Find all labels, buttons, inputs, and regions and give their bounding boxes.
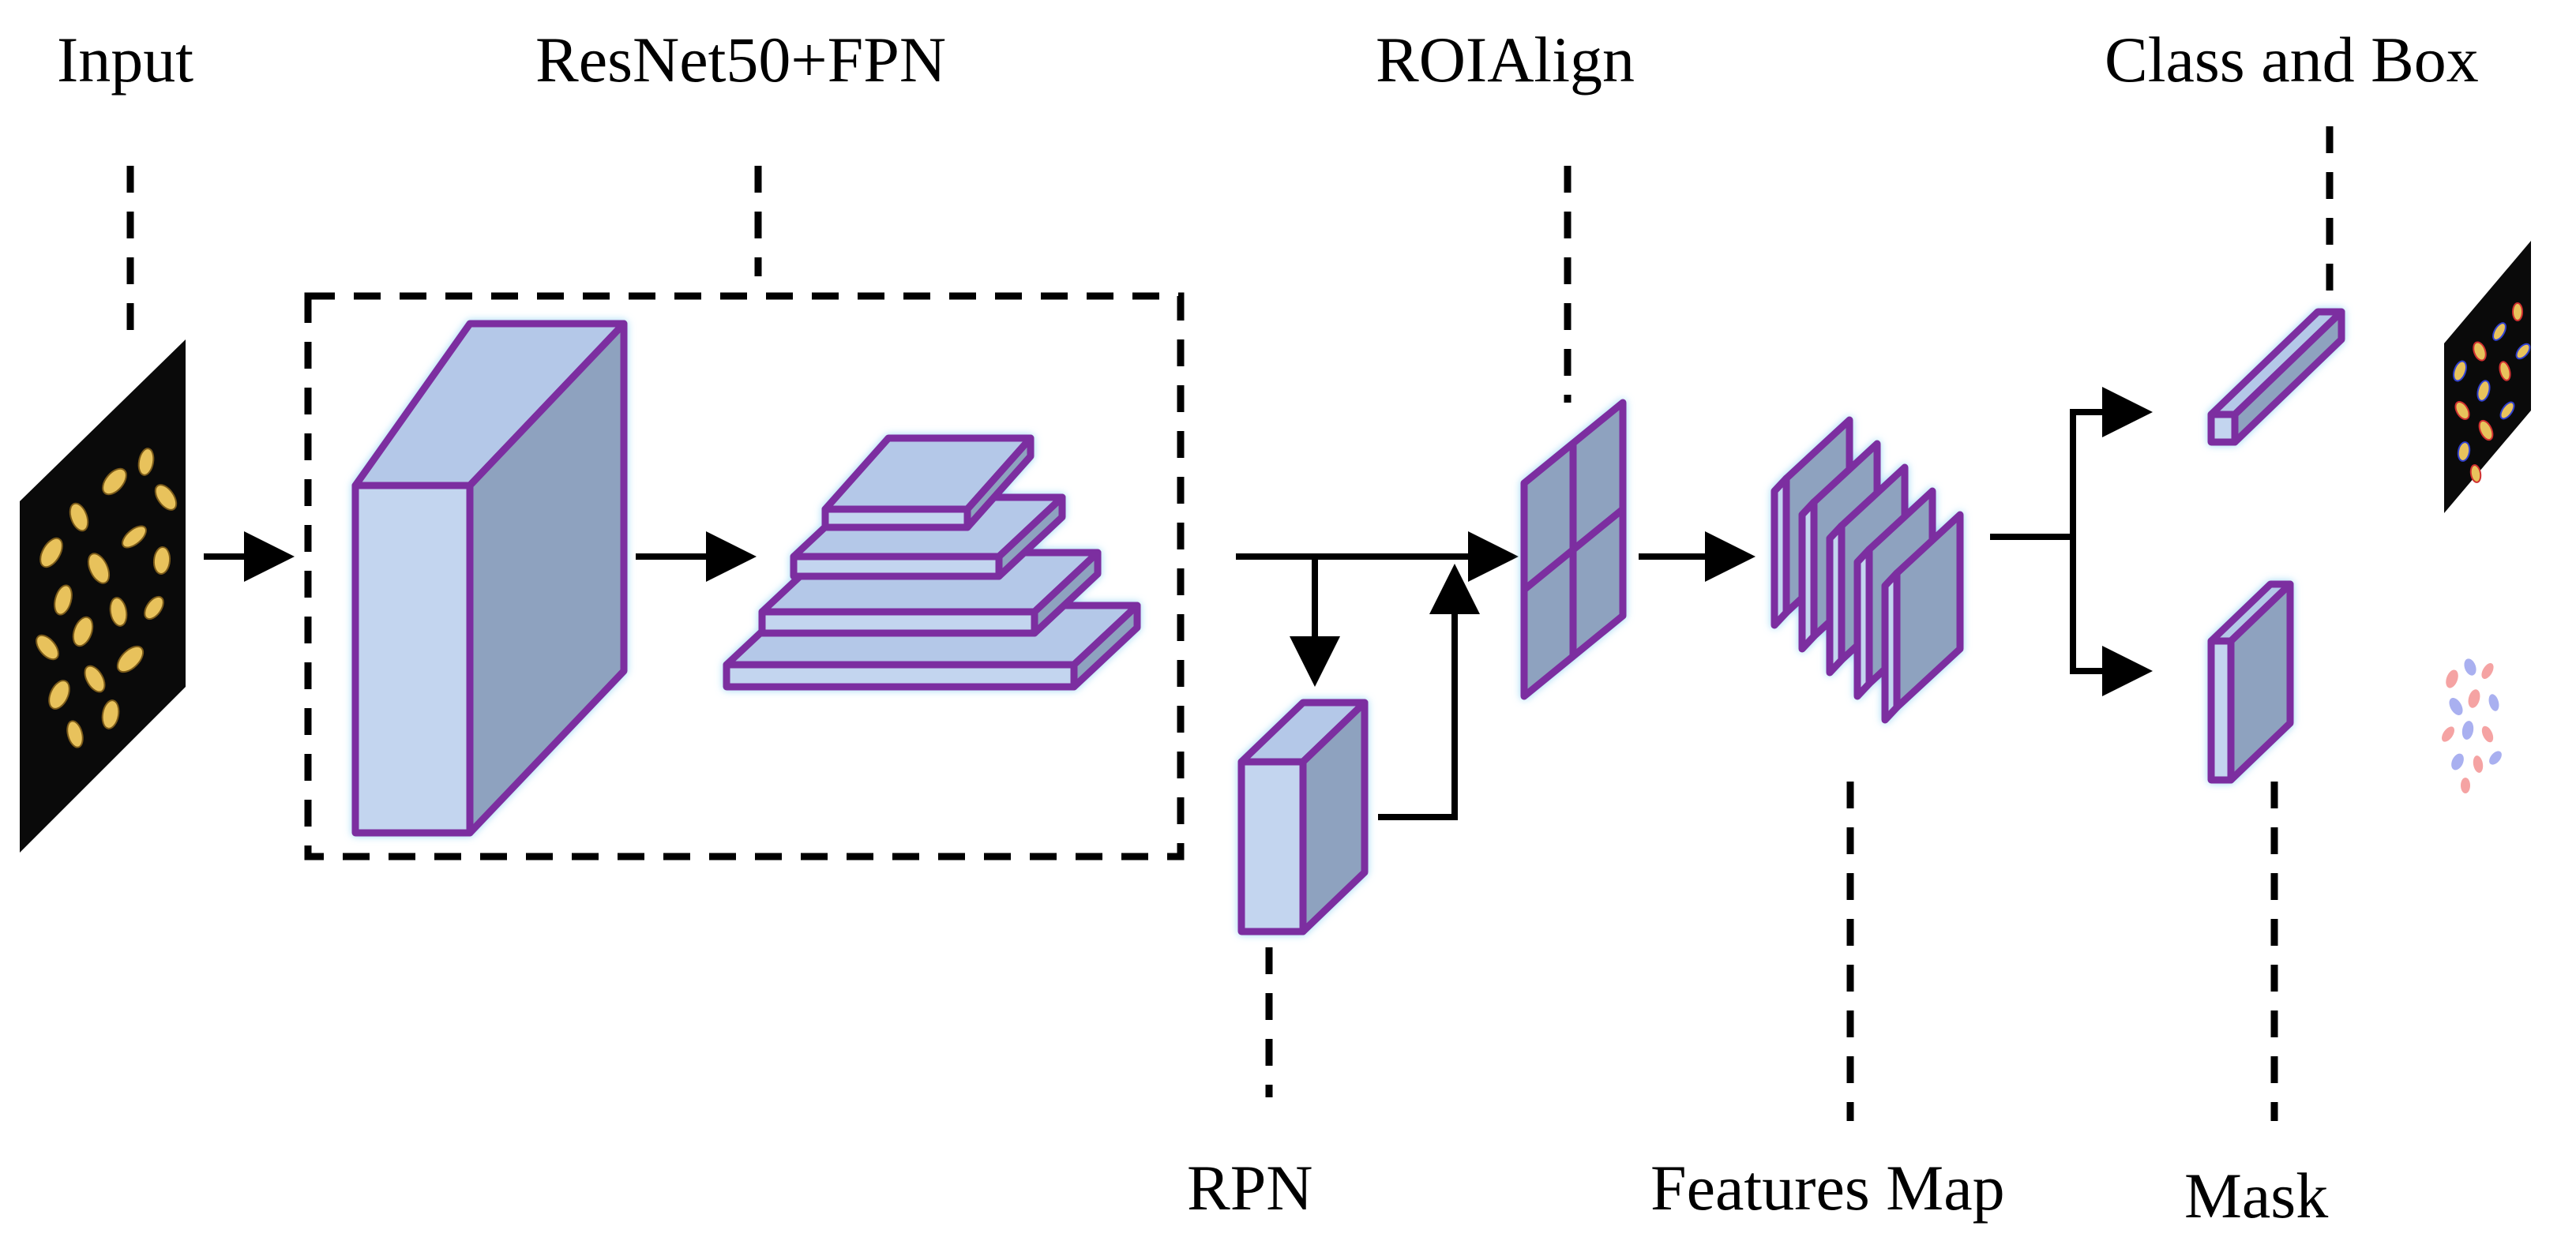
output-mask-image bbox=[2442, 658, 2502, 793]
class-box-head bbox=[2207, 308, 2345, 446]
fpn-layer-1 bbox=[821, 434, 1035, 531]
rpn-block bbox=[1237, 699, 1369, 935]
branch-to-heads bbox=[1990, 387, 2153, 696]
mask-label: Mask bbox=[2184, 1160, 2328, 1232]
roialign-grid bbox=[1520, 399, 1627, 700]
arrow-rpn-to-roialign bbox=[1378, 564, 1480, 820]
resnet50-block bbox=[351, 320, 628, 837]
backbone-group-box bbox=[304, 292, 1185, 860]
input-label: Input bbox=[57, 24, 193, 96]
fpn-pyramid bbox=[723, 434, 1141, 691]
features-map-label: Features Map bbox=[1650, 1152, 2005, 1224]
backbone-label: ResNet50+FPN bbox=[535, 24, 946, 96]
input-image bbox=[20, 339, 186, 853]
output-class-box-image bbox=[2444, 241, 2531, 513]
rpn-label: RPN bbox=[1187, 1152, 1313, 1224]
features-map-stack bbox=[1771, 416, 1964, 724]
leader-lines bbox=[126, 126, 2334, 1121]
class-box-label: Class and Box bbox=[2105, 24, 2479, 96]
resnet50-block-front bbox=[351, 482, 474, 837]
feature-map-5 bbox=[1881, 511, 1964, 724]
mask-head bbox=[2207, 580, 2294, 784]
roialign-label: ROIAlign bbox=[1376, 24, 1635, 96]
